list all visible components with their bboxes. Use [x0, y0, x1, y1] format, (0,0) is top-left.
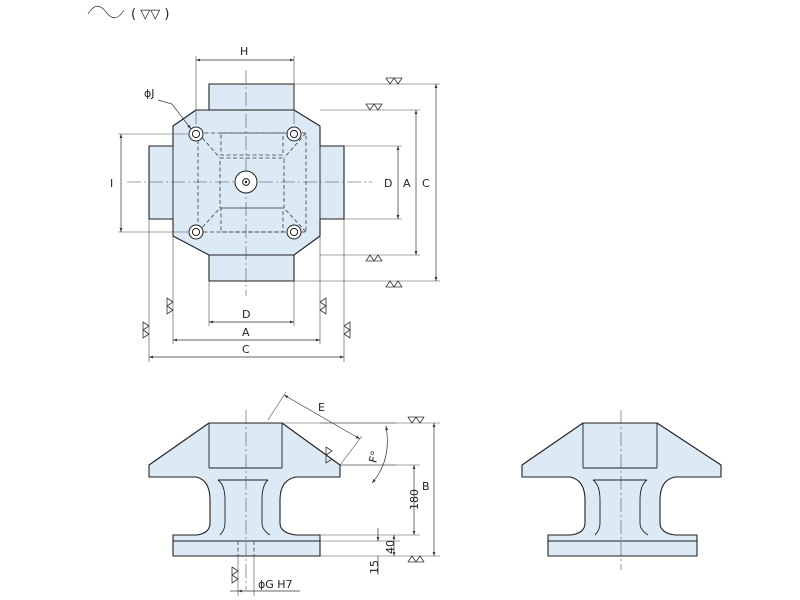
finish-mark-top-face [407, 416, 425, 424]
dim-label-E: E [318, 401, 325, 414]
front-view-plain [521, 410, 722, 570]
dim-label-B: B [422, 480, 430, 493]
dim-label-phi-G-H7: ϕG H7 [258, 578, 293, 591]
hidden-upper-slot [220, 132, 284, 156]
front-view-dimensioned: E F° B 180 40 15 ϕG H7 [148, 391, 440, 596]
dim-label-A-horizontal: A [242, 326, 250, 339]
finish-mark-bottom-outer [385, 280, 403, 288]
finish-mark-left-inner [166, 297, 174, 315]
dim-label-I: I [110, 177, 113, 190]
bolt-hole-top-left [188, 126, 204, 142]
finish-mark-left-outer [142, 321, 150, 339]
hidden-lower-slot [220, 207, 284, 233]
finish-mark-right-outer [343, 321, 351, 339]
finish-mark-top-inner [365, 103, 383, 111]
finish-mark-bore [231, 566, 239, 584]
front-outline-plain [521, 422, 722, 557]
dim-label-D-vertical: D [384, 177, 392, 190]
wave-finish-icon [87, 5, 125, 19]
dim-label-15: 15 [368, 560, 381, 574]
dim-label-D-horizontal: D [242, 308, 250, 321]
plan-view: H ϕJ I D A C D A [110, 45, 440, 362]
dim-label-F-angle: F° [366, 450, 382, 465]
finish-mark-bottom-face [407, 555, 425, 563]
dim-label-40: 40 [384, 540, 397, 554]
finish-mark-slope [325, 446, 333, 464]
dim-label-C-vertical: C [422, 177, 430, 190]
hidden-center-square [219, 157, 285, 209]
dim-label-phi-J: ϕJ [144, 87, 155, 100]
surface-finish-header: ( ▽▽ ) [87, 5, 169, 22]
bolt-hole-bottom-right [286, 224, 302, 240]
finish-mark-right-inner [319, 297, 327, 315]
dim-label-180: 180 [408, 489, 421, 510]
finish-symbol-text: ( ▽▽ ) [131, 7, 169, 22]
bolt-hole-bottom-left [188, 224, 204, 240]
finish-mark-top-outer [385, 77, 403, 85]
finish-mark-bottom-inner [365, 254, 383, 262]
dim-label-H: H [240, 45, 248, 58]
front-outline [148, 422, 341, 557]
bolt-hole-top-right [286, 126, 302, 142]
dim-label-A-vertical: A [403, 177, 411, 190]
dim-label-C-horizontal: C [242, 343, 250, 356]
